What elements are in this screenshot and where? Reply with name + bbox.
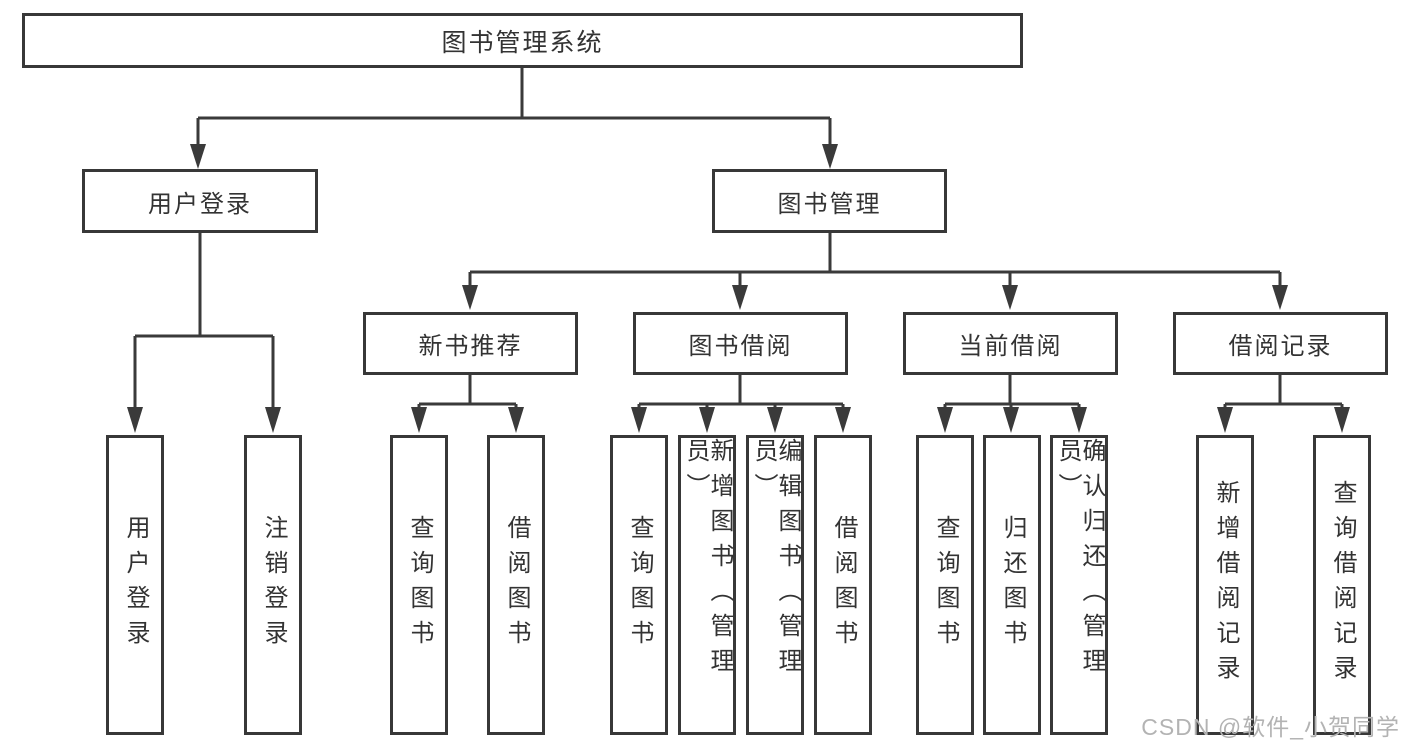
node-leaf-label: 归还图书 [999, 515, 1026, 655]
node-leaf-borrow-books-2: 借阅图书 [814, 435, 872, 735]
arrow-down-icon [462, 285, 478, 310]
node-leaf-label: 查询借阅记录 [1329, 480, 1356, 690]
connector-book-borrow-children [631, 375, 851, 433]
node-leaf-label: 查询图书 [626, 515, 653, 655]
node-leaf-label: 用户登录 [122, 515, 149, 655]
connector-book-mgmt-children [462, 233, 1288, 310]
node-leaf-label: 借阅图书 [830, 515, 857, 655]
node-leaf-logout: 注销登录 [244, 435, 302, 735]
node-new-book-recommendation: 新书推荐 [363, 312, 578, 375]
node-root-book-management-system: 图书管理系统 [22, 13, 1023, 68]
node-leaf-edit-books-admin: 编辑图书（管理员） [746, 435, 804, 735]
arrow-down-icon [631, 407, 647, 433]
node-leaf-label: 注销登录 [260, 515, 287, 655]
arrow-down-icon [699, 407, 715, 433]
node-leaf-label: 查询图书 [406, 515, 433, 655]
arrow-down-icon [127, 407, 143, 433]
connector-borrow-records-children [1217, 375, 1350, 433]
node-current-borrowing: 当前借阅 [903, 312, 1118, 375]
node-book-management: 图书管理 [712, 169, 947, 233]
node-leaf-label: 新增借阅记录 [1212, 480, 1239, 690]
arrow-down-icon [1217, 407, 1233, 433]
arrow-down-icon [1272, 285, 1288, 310]
node-borrowing-records: 借阅记录 [1173, 312, 1388, 375]
node-leaf-query-books-3: 查询图书 [916, 435, 974, 735]
node-leaf-query-books-1: 查询图书 [390, 435, 448, 735]
connector-root-to-level2 [190, 68, 838, 169]
node-leaf-add-borrow-record: 新增借阅记录 [1196, 435, 1254, 735]
node-leaf-add-books-admin: 新增图书（管理员） [678, 435, 736, 735]
arrow-down-icon [1002, 285, 1018, 310]
connector-new-book-rec-children [411, 375, 524, 433]
node-leaf-confirm-return-admin: 确认归还（管理员） [1050, 435, 1108, 735]
node-leaf-label: 确认归还（管理员） [1054, 438, 1105, 683]
node-leaf-borrow-books-1: 借阅图书 [487, 435, 545, 735]
arrow-down-icon [411, 407, 427, 433]
arrow-down-icon [835, 407, 851, 433]
node-leaf-user-login: 用户登录 [106, 435, 164, 735]
arrow-down-icon [937, 407, 953, 433]
csdn-watermark: CSDN @软件_小贺同学 [1141, 714, 1400, 740]
arrow-down-icon [822, 144, 838, 169]
arrow-down-icon [767, 407, 783, 433]
node-leaf-query-books-2: 查询图书 [610, 435, 668, 735]
node-leaf-return-books: 归还图书 [983, 435, 1041, 735]
arrow-down-icon [190, 144, 206, 169]
node-leaf-label: 新增图书（管理员） [682, 438, 733, 683]
node-leaf-label: 编辑图书（管理员） [750, 438, 801, 683]
arrow-down-icon [1071, 407, 1087, 433]
arrow-down-icon [508, 407, 524, 433]
node-leaf-label: 查询图书 [932, 515, 959, 655]
node-leaf-query-borrow-record: 查询借阅记录 [1313, 435, 1371, 735]
arrow-down-icon [1334, 407, 1350, 433]
node-book-borrowing: 图书借阅 [633, 312, 848, 375]
arrow-down-icon [732, 285, 748, 310]
connector-user-login-children [127, 233, 281, 433]
arrow-down-icon [1003, 407, 1019, 433]
arrow-down-icon [265, 407, 281, 433]
node-user-login: 用户登录 [82, 169, 318, 233]
connector-current-borrow-children [937, 375, 1087, 433]
node-leaf-label: 借阅图书 [503, 515, 530, 655]
